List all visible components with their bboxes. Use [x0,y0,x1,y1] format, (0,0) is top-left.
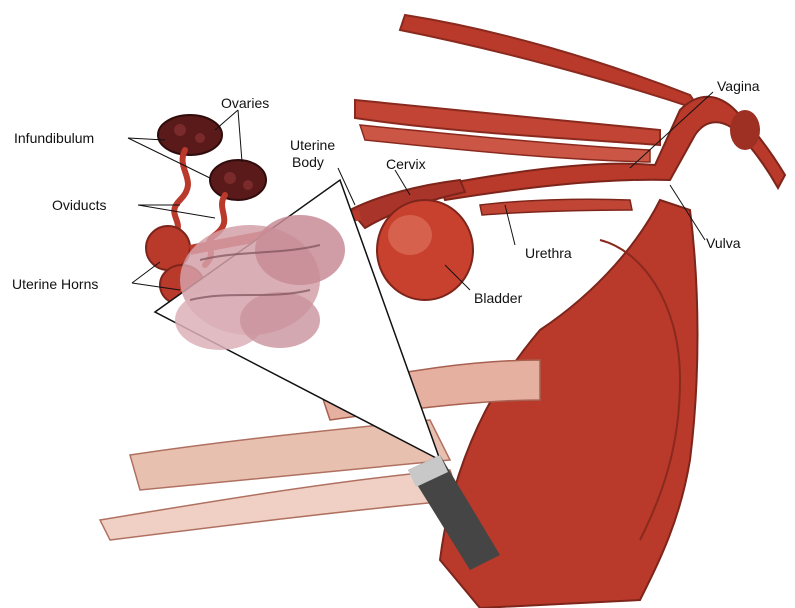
bladder [377,200,473,300]
ovaries [158,115,266,200]
urethra [480,199,632,215]
label-uterine-body-line1: Uterine [290,137,335,153]
label-ovaries: Ovaries [221,95,269,111]
rectum [355,15,700,162]
label-vagina: Vagina [717,78,760,94]
label-cervix: Cervix [386,156,426,172]
label-vulva: Vulva [706,235,741,251]
label-uterine-horns: Uterine Horns [12,276,98,292]
label-urethra: Urethra [525,245,572,261]
label-oviducts: Oviducts [52,197,106,213]
label-infundibulum: Infundibulum [14,130,94,146]
label-uterine-body-line2: Body [292,154,324,170]
label-bladder: Bladder [474,290,522,306]
